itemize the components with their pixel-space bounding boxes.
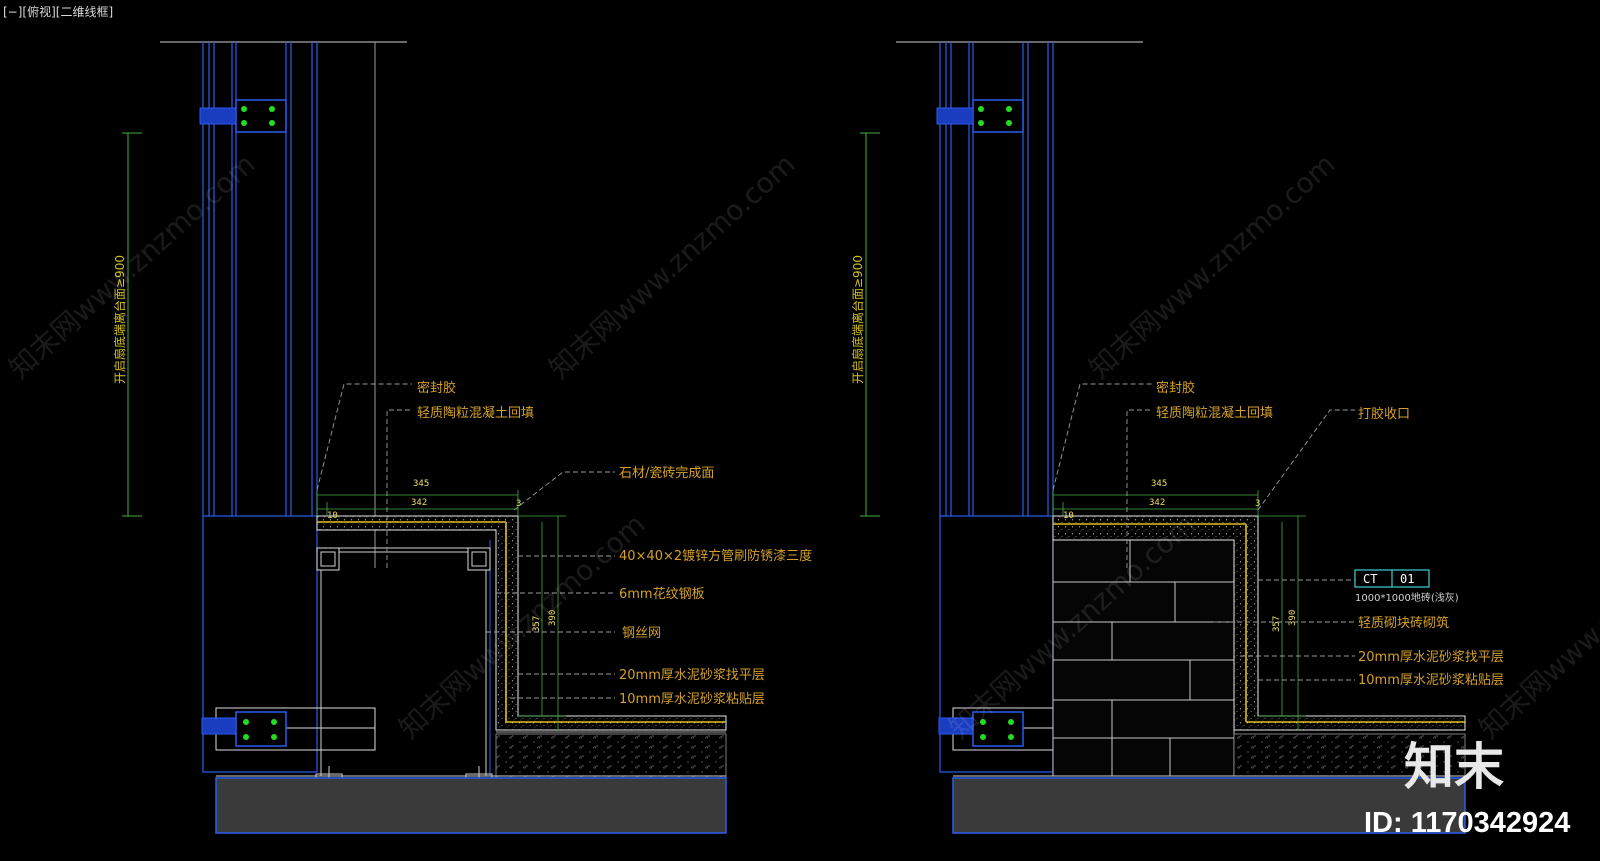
right-dim-357: 357 <box>1272 616 1282 632</box>
tag-number: 01 <box>1400 572 1414 586</box>
watermark-text: 知末网www.znzmo.com <box>393 507 652 745</box>
right-label-sealant: 密封胶 <box>1156 380 1195 396</box>
left-dim-342: 342 <box>411 498 427 508</box>
left-label-finish-surface: 石材/瓷砖完成面 <box>619 466 714 481</box>
left-dim-357: 357 <box>532 616 542 632</box>
id-label: ID: 1170342924 <box>1364 807 1570 839</box>
left-dim-390: 390 <box>548 610 558 626</box>
left-steel-tube-frame <box>316 547 491 776</box>
brand-logo: 知末 <box>1404 738 1504 796</box>
left-label-checker-plate: 6mm花纹钢板 <box>619 586 705 602</box>
left-label-leveling-layer: 20mm厚水泥砂浆找平层 <box>619 668 765 683</box>
upper-frame-bracket <box>199 99 287 133</box>
right-block-masonry <box>1052 539 1235 777</box>
right-dim-342: 342 <box>1149 498 1165 508</box>
right-label-light-block: 轻质砌块砖砌筑 <box>1358 615 1449 631</box>
lower-frame-bracket <box>201 707 376 751</box>
right-dim-390: 390 <box>1288 610 1298 626</box>
right-section-drawing: 开启扇底端离台面≥900 <box>850 41 1504 834</box>
watermark-text: 知末网www.znzmo.com <box>3 147 262 385</box>
right-label-ceramsite-backfill: 轻质陶粒混凝土回填 <box>1156 405 1273 421</box>
tag-subtitle: 1000*1000地砖(浅灰) <box>1355 591 1459 604</box>
left-section-drawing: 开启扇底端离台面≥900 <box>112 41 812 834</box>
watermark-text: 知末网www.znzmo.com <box>1473 507 1600 745</box>
left-base-slab <box>215 777 727 834</box>
left-sill-finish-layer <box>316 515 727 731</box>
watermark-text: 知末网www.znzmo.com <box>1083 147 1342 385</box>
right-base-slab <box>952 777 1466 834</box>
left-dim-345: 345 <box>413 479 429 489</box>
right-dim-345: 345 <box>1151 479 1167 489</box>
right-vertical-dimension: 开启扇底端离台面≥900 <box>850 255 865 384</box>
left-dim-10: 10 <box>327 511 338 521</box>
right-label-bonding-layer: 10mm厚水泥砂浆粘贴层 <box>1358 673 1504 688</box>
left-label-bonding-layer: 10mm厚水泥砂浆粘贴层 <box>619 692 765 707</box>
left-label-wire-mesh: 钢丝网 <box>622 626 661 641</box>
right-upper-frame-bracket <box>936 99 1024 133</box>
left-label-sealant: 密封胶 <box>417 380 456 396</box>
watermark-text: 知末网www.znzmo.com <box>543 147 802 385</box>
left-label-steel-tube: 40×40×2镀锌方管刷防锈漆三度 <box>619 548 812 564</box>
right-label-glue-closing: 打胶收口 <box>1358 406 1410 422</box>
left-vertical-dimension: 开启扇底端离台面≥900 <box>112 255 127 384</box>
left-label-ceramsite-backfill: 轻质陶粒混凝土回填 <box>417 405 534 421</box>
right-dim-10: 10 <box>1063 511 1074 521</box>
right-sill-finish-layer <box>1052 515 1466 731</box>
right-dim-3: 3 <box>1255 499 1260 509</box>
viewport-label[interactable]: [−][俯视][二维线框] <box>3 5 114 19</box>
left-dim-3: 3 <box>516 499 521 509</box>
tag-code: CT <box>1363 572 1377 586</box>
material-tag-ct01: CT 01 1000*1000地砖(浅灰) <box>1354 569 1459 604</box>
right-label-leveling-layer: 20mm厚水泥砂浆找平层 <box>1358 650 1504 665</box>
